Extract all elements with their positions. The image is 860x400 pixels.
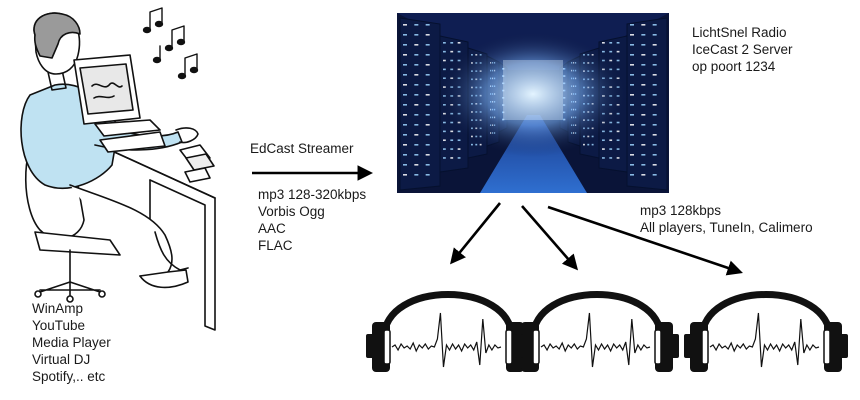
source-media-player: Media Player [32,335,111,350]
headphones-2 [515,291,679,372]
player-arrow-2 [521,205,579,271]
stream-formats: mp3 128-320kbps Vorbis Ogg AAC FLAC [258,186,366,254]
source-winamp: WinAmp [32,301,84,316]
format-aac: AAC [258,221,286,236]
person-at-computer-illustration [20,7,216,331]
player-arrow-1 [450,202,502,265]
server-software: IceCast 2 Server [692,42,793,57]
format-mp3: mp3 128-320kbps [258,187,367,202]
player-arrow-3 [547,205,743,276]
source-spotify: Spotify,.. etc [32,369,106,384]
source-virtual-dj: Virtual DJ [32,352,91,367]
headphones-1 [366,291,530,372]
format-vorbis: Vorbis Ogg [258,204,325,219]
source-apps: WinAmp YouTube Media Player Virtual DJ S… [32,300,111,385]
headphones-3 [684,291,848,372]
server-port: op poort 1234 [692,59,776,74]
server-info: LichtSnel Radio IceCast 2 Server op poor… [692,24,793,75]
server-name: LichtSnel Radio [692,25,787,40]
streamer-label: EdCast Streamer [250,141,354,156]
source-youtube: YouTube [32,318,86,333]
players-info: mp3 128kbps All players, TuneIn, Calimer… [640,202,813,236]
server-room-image [397,13,669,193]
players-bitrate: mp3 128kbps [640,203,722,218]
players-list: All players, TuneIn, Calimero [640,220,813,235]
format-flac: FLAC [258,238,293,253]
